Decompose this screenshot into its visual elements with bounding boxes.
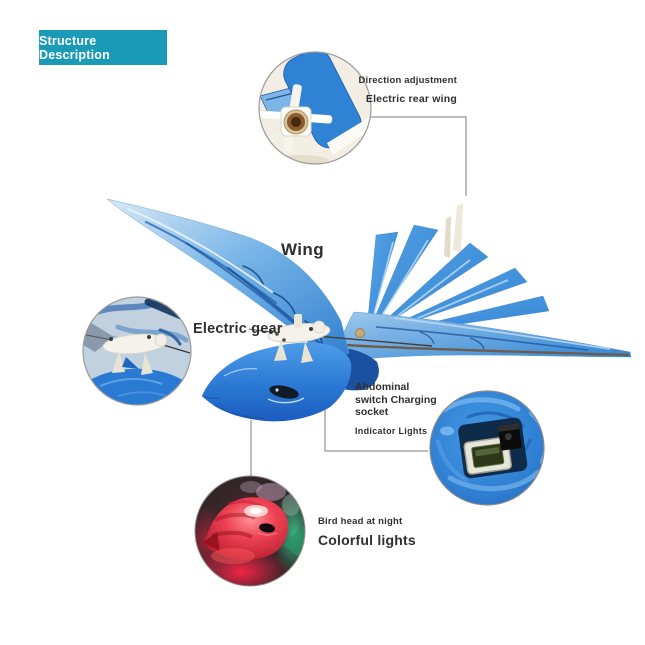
direction-adjustment-label: Direction adjustment [358, 75, 457, 86]
head-seam [223, 368, 258, 377]
callout-abdomen-circle [430, 391, 544, 505]
left-wing [106, 198, 350, 362]
callout-night-border [194, 475, 306, 587]
eye-glint [275, 388, 279, 392]
header-label: Structure Description [39, 33, 110, 62]
structure-description-badge: Structure Description [39, 30, 167, 65]
tail-spike-feather [444, 216, 451, 258]
callout-gear-border [82, 296, 192, 406]
callout-tail-border [258, 51, 372, 165]
callout-gear-circle [83, 297, 191, 405]
chin-shade [213, 404, 265, 420]
indicator-lights-label: Indicator Lights [355, 426, 428, 436]
night-eye-icon [259, 523, 275, 533]
beak-line [201, 395, 221, 399]
eye-rim [267, 397, 305, 404]
right-wing-pattern [375, 317, 611, 351]
callout-tail-circle [259, 52, 371, 164]
callout-abdomen-border [429, 390, 545, 506]
gear-leader-dot [282, 338, 286, 342]
electric-gear-label: Electric gear [193, 321, 283, 337]
callout-night-circle [195, 476, 305, 586]
wing-label: Wing [281, 240, 324, 259]
abdominal-switch-label: Abdominal switch Charging socket [355, 381, 437, 418]
abdomen-connector-line [324, 391, 428, 452]
bird-head [202, 342, 352, 422]
right-wing-spar [329, 342, 630, 357]
gear-leader-dot [275, 332, 279, 336]
bird-head-at-night-label: Bird head at night [318, 516, 403, 527]
gear-mechanism [248, 314, 433, 363]
tail-spike-feather [453, 203, 463, 252]
tail-connector-line [371, 116, 467, 196]
colorful-lights-label: Colorful lights [318, 532, 416, 548]
bird-body-group [106, 198, 632, 422]
switch-and-socket [458, 417, 528, 479]
electric-rear-wing-label: Electric rear wing [365, 93, 457, 105]
